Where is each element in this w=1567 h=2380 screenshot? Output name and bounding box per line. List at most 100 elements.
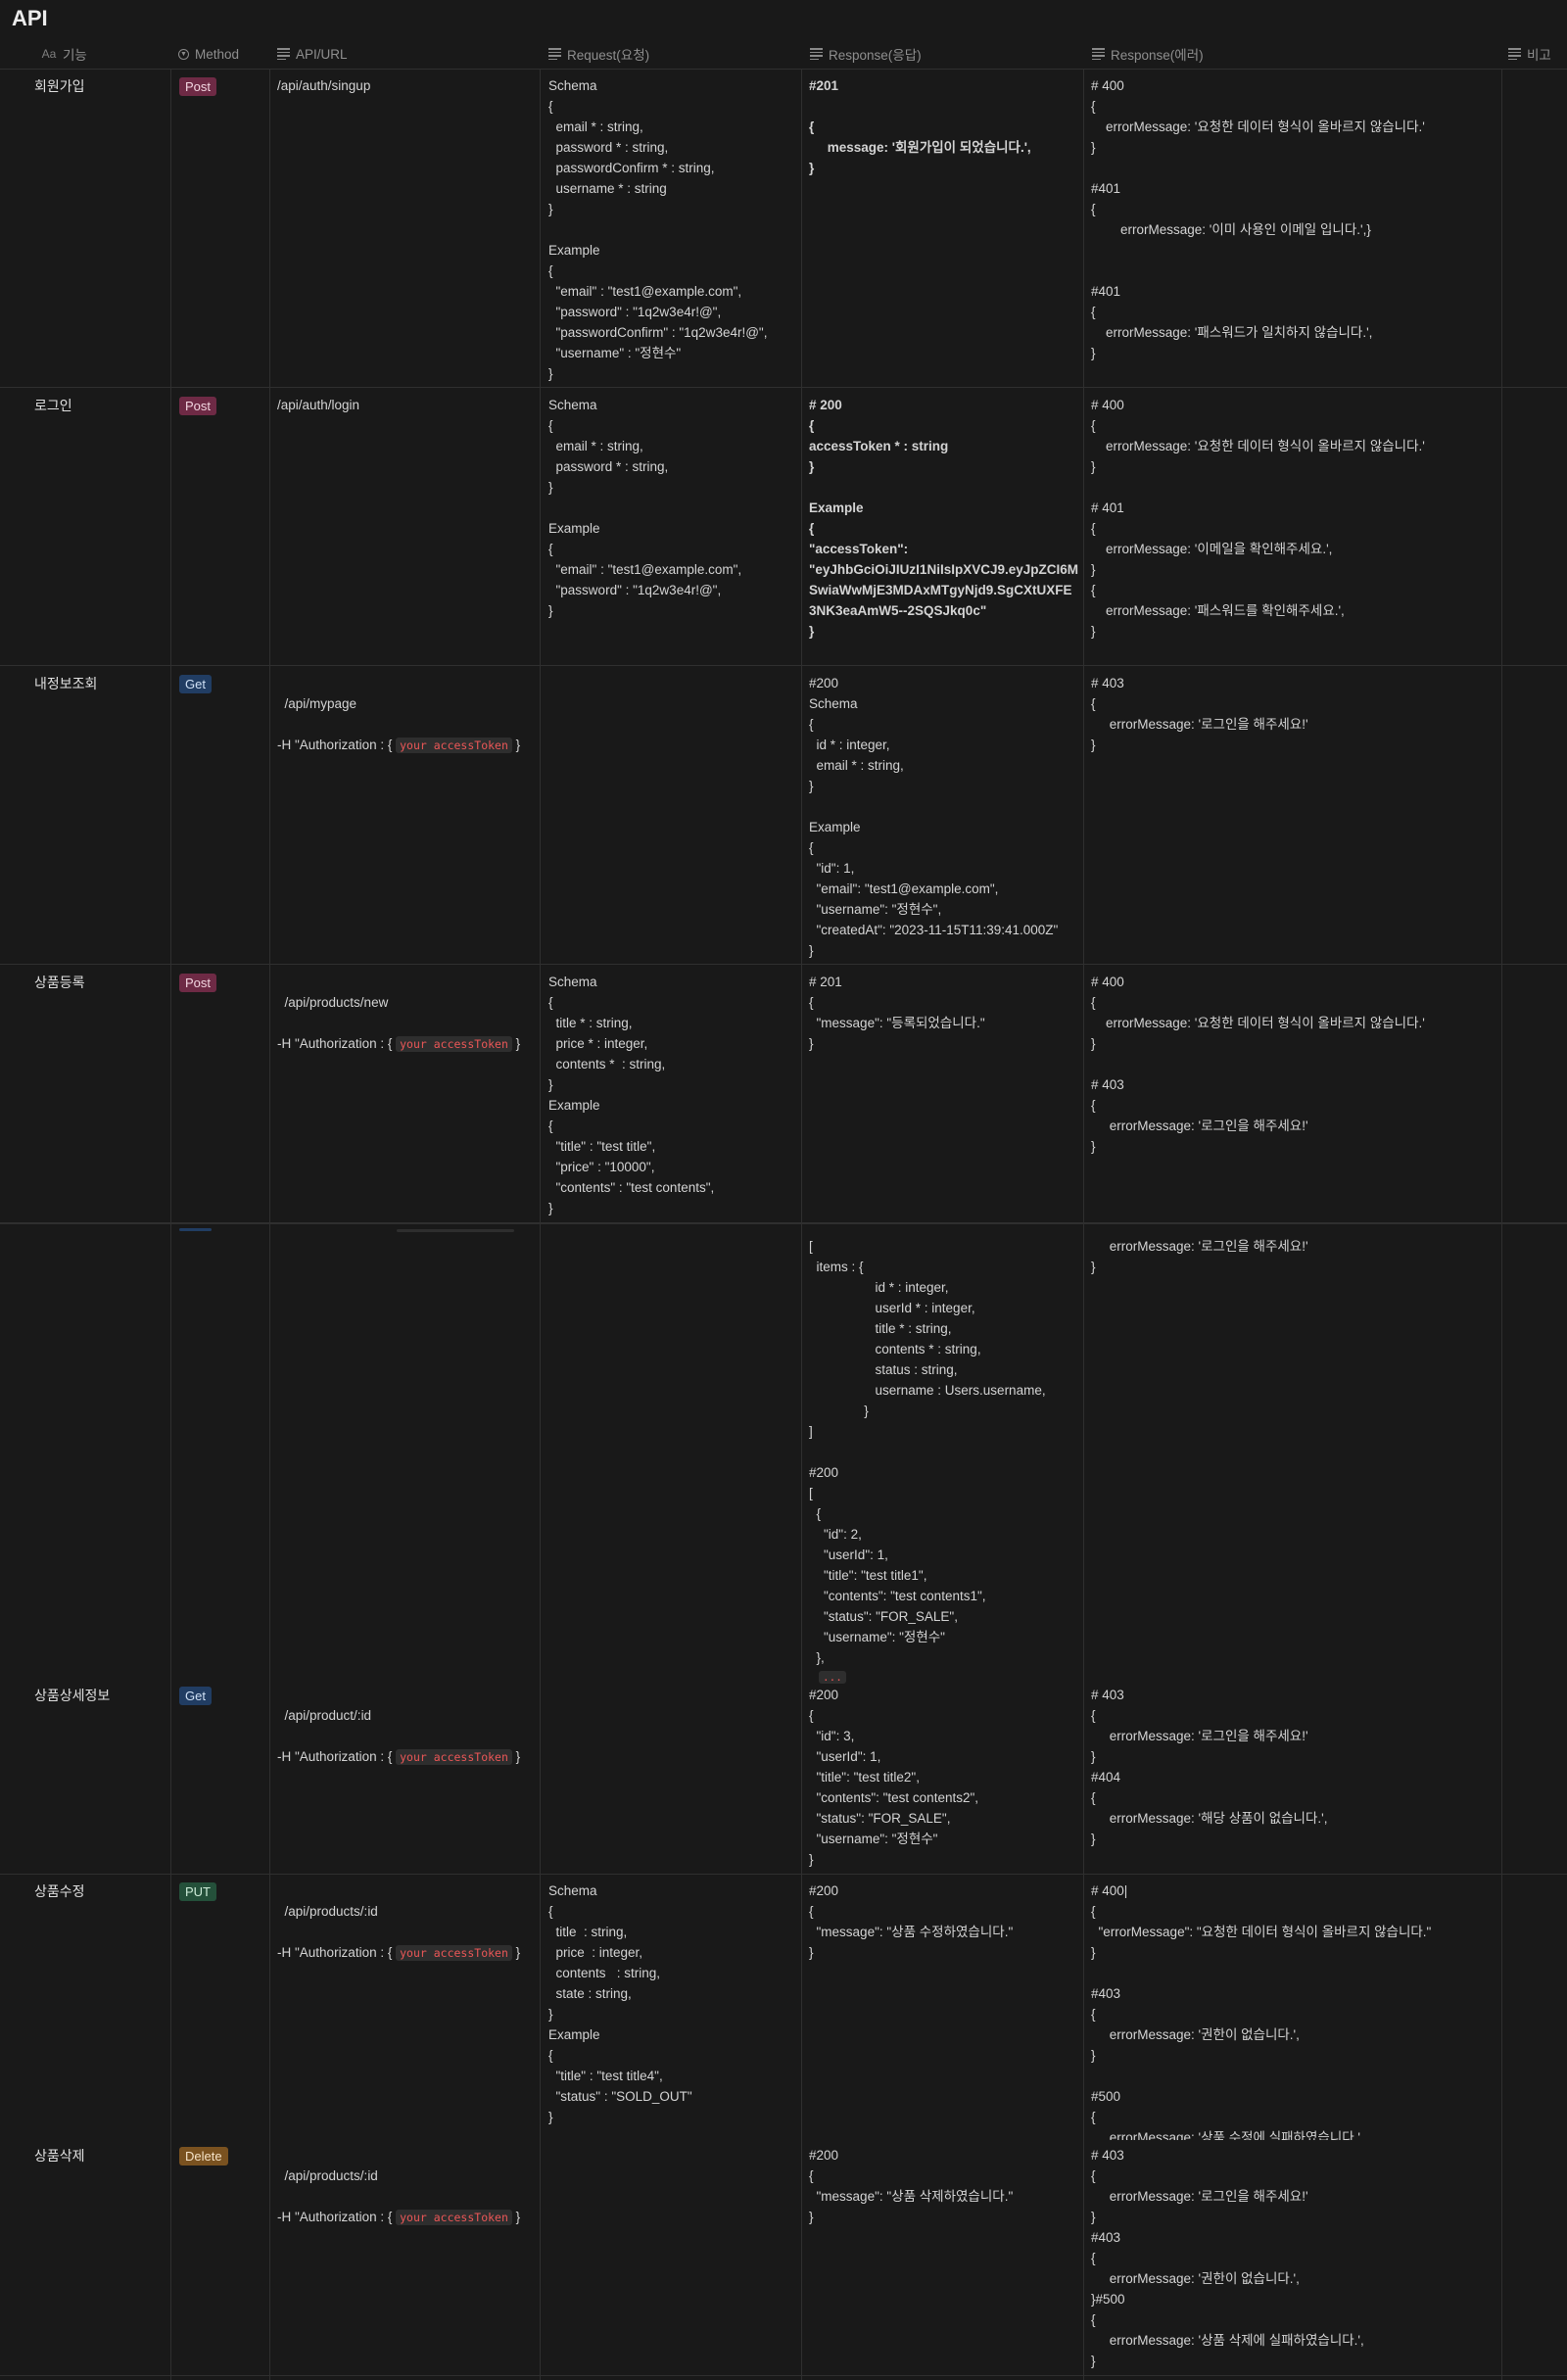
text-lines-icon [277,48,290,60]
auth-header-suffix: } [515,1749,521,1764]
response-cell: #200 { "message": "상품 삭제하였습니다." } [809,2148,1014,2224]
header-note-label: 비고 [1527,48,1551,63]
feature-name: 상품삭제 [34,2148,85,2164]
text-lines-icon [548,48,561,60]
column-divider [170,69,171,2380]
api-url: /api/products/:id -H "Authorization : { … [277,1880,520,1964]
header-request[interactable]: Request(요청) [548,39,649,69]
request-cell: Schema { title : string, price : integer… [548,1883,692,2124]
response-cell: #201 { message: '회원가입이 되었습니다.', } [809,78,1031,175]
auth-header-prefix: -H "Authorization : { [277,1749,393,1764]
request-cell: Schema { email * : string, password * : … [548,78,768,381]
api-url: /api/mypage -H "Authorization : { your a… [277,673,520,756]
api-url: /api/auth/login [277,398,360,412]
method-tag: Get [179,675,212,693]
method-tag: Get [179,1687,212,1705]
feature-name: 상품수정 [34,1883,85,1899]
error-cell: # 400| { "errorMessage": "요청한 데이터 형식이 올바… [1091,1883,1432,2140]
api-url: /api/products/new -H "Authorization : { … [277,972,520,1055]
auth-header-prefix: -H "Authorization : { [277,1036,393,1051]
error-cell: # 400 { errorMessage: '요청한 데이터 형식이 올바르지 … [1091,975,1425,1154]
header-error-label: Response(에러) [1111,48,1204,63]
auth-header-suffix: } [515,1945,521,1960]
table-row[interactable] [0,1874,1567,1875]
header-url[interactable]: API/URL [277,39,348,69]
header-url-label: API/URL [296,46,348,62]
method-tag: Post [179,974,217,992]
feature-name: 상품등록 [34,975,85,990]
response-cell: #200 { "message": "상품 수정하였습니다." } [809,1883,1014,1960]
feature-name: 내정보조회 [34,676,98,691]
api-url-path: /api/product/:id [284,1708,372,1723]
auth-header-suffix: } [515,1036,521,1051]
text-lines-icon [810,48,823,60]
method-tag: PUT [179,1882,216,1901]
feature-name: 상품상세정보 [34,1688,111,1703]
table-row[interactable] [0,965,1567,1223]
header-request-label: Request(요청) [567,48,650,63]
error-cell: # 403 { errorMessage: '로그인을 해주세요!' } #40… [1091,1688,1328,1846]
header-error[interactable]: Response(에러) [1092,39,1204,69]
text-type-icon: Aa [41,47,57,61]
text-lines-icon [1508,48,1521,60]
header-method-label: Method [195,46,240,62]
column-divider [801,69,802,2380]
error-cell: # 400 { errorMessage: '요청한 데이터 형식이 올바르지 … [1091,398,1425,639]
request-cell: Schema { title * : string, price * : int… [548,975,715,1215]
header-method[interactable]: ▼ Method [178,39,239,69]
method-tag: Post [179,397,217,415]
api-url-path: /api/mypage [284,696,357,711]
clipped-tag [179,1228,212,1231]
api-url-path: /api/products/:id [284,2168,378,2183]
request-cell: Schema { email * : string, password * : … [548,398,742,618]
token-code: your accessToken [396,1036,512,1052]
token-code: your accessToken [396,1945,512,1961]
response-cell: # 200 { accessToken * : string } Example… [809,398,1078,639]
header-feature-label: 기능 [63,48,87,63]
table-header: Aa 기능 ▼ Method API/URL Request(요청) Respo… [0,39,1567,70]
api-url: /api/product/:id -H "Authorization : { y… [277,1685,520,1768]
token-code: your accessToken [396,738,512,753]
feature-name: 로그인 [34,398,72,413]
ellipsis-block: ... [819,1669,846,1684]
table-row[interactable] [0,666,1567,965]
response-cell: #200 Schema { id * : integer, email * : … [809,676,1059,958]
header-response-label: Response(응답) [829,48,922,63]
method-tag: Post [179,77,217,96]
column-divider [1501,69,1502,2380]
table-row-segment [0,1223,1567,1224]
api-url: /api/auth/singup [277,78,371,93]
error-cell: # 400 { errorMessage: '요청한 데이터 형식이 올바르지 … [1091,78,1425,360]
response-cell: # 201 { "message": "등록되었습니다." } [809,975,985,1051]
table-row[interactable] [0,69,1567,388]
auth-header-suffix: } [515,738,521,752]
token-code: your accessToken [396,2210,512,2225]
select-icon: ▼ [178,48,189,60]
column-divider [269,69,270,2380]
auth-header-prefix: -H "Authorization : { [277,2210,393,2224]
table-row[interactable] [0,388,1567,666]
api-url-path: /api/products/:id [284,1904,378,1919]
header-note[interactable]: 비고 [1508,39,1551,69]
text-lines-icon [1092,48,1105,60]
error-cell: errorMessage: '로그인을 해주세요!' } [1091,1239,1308,1274]
ellipsis-text: ... [819,1671,846,1684]
auth-header-prefix: -H "Authorization : { [277,738,393,752]
feature-name: 회원가입 [34,78,85,94]
response-cell: [ items : { id * : integer, userId * : i… [809,1239,1046,1665]
api-url-path: /api/products/new [284,995,389,1010]
method-tag: Delete [179,2147,228,2166]
table-row-bottom [0,2375,1567,2376]
token-code: your accessToken [396,1749,512,1765]
column-divider [1083,69,1084,2380]
header-response[interactable]: Response(응답) [810,39,922,69]
page-title: API [12,6,48,30]
auth-header-prefix: -H "Authorization : { [277,1945,393,1960]
header-feature[interactable]: Aa 기능 [41,39,87,69]
response-cell: #200 { "id": 3, "userId": 1, "title": "t… [809,1688,979,1867]
clipped-code [397,1229,514,1232]
auth-header-suffix: } [515,2210,521,2224]
error-cell: # 403 { errorMessage: '로그인을 해주세요!' } [1091,676,1308,752]
error-cell: # 403 { errorMessage: '로그인을 해주세요!' } #40… [1091,2148,1364,2368]
api-url: /api/products/:id -H "Authorization : { … [277,2145,520,2228]
